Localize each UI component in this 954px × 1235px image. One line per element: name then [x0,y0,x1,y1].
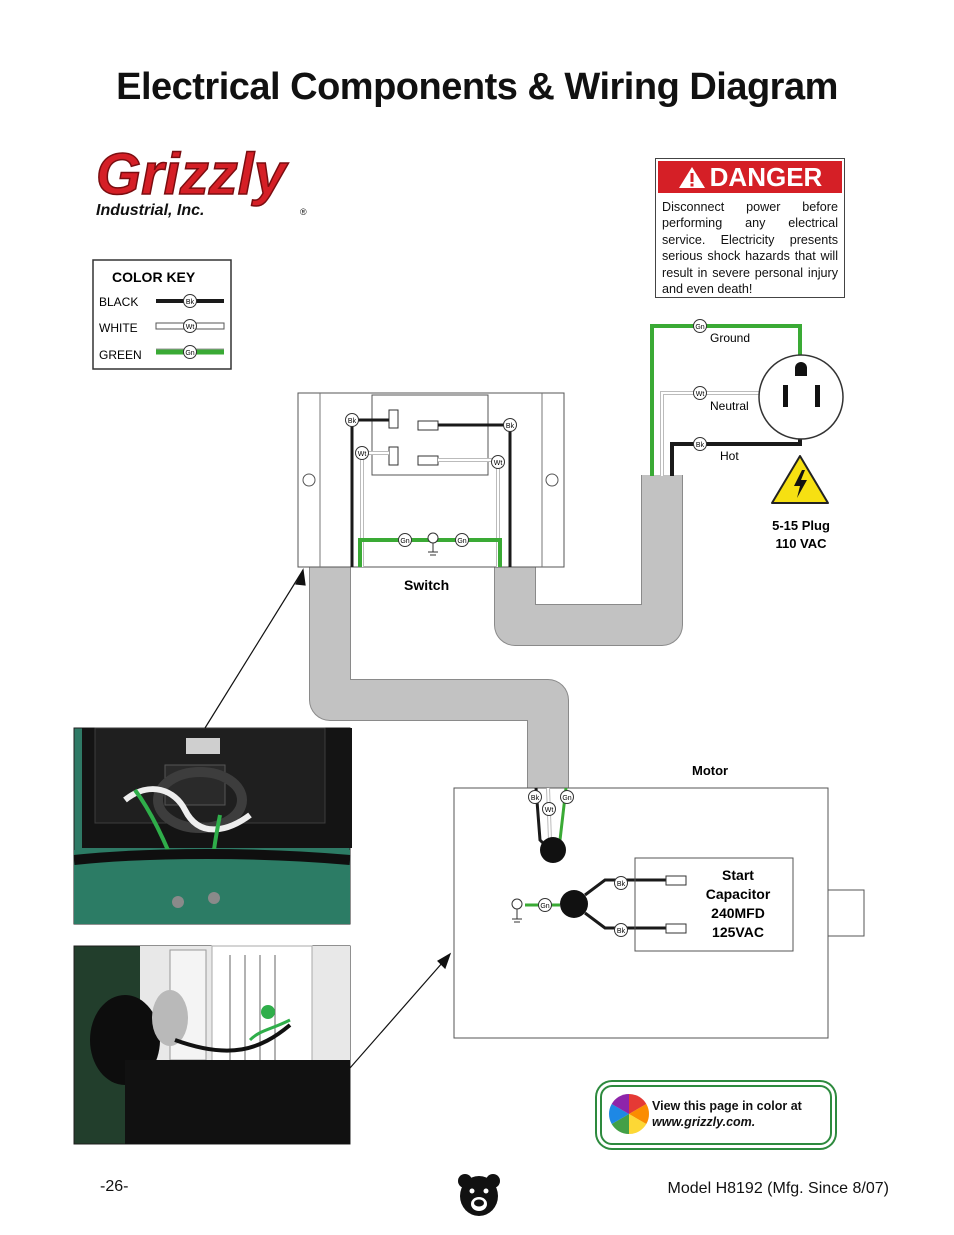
badge-line1: View this page in color at [652,1099,802,1113]
page-title: Electrical Components & Wiring Diagram [116,66,838,108]
logo-sub: Industrial, Inc. [96,202,204,219]
key-code-gn: Gn [185,350,194,357]
logo-reg: ® [300,207,307,217]
capacitor-line-3: 240MFD [711,905,765,921]
logo-brand: Grizzly [96,142,289,207]
switch-box: Bk Bk Wt Wt Gn Gn Switch [297,392,565,593]
capacitor-line-4: 125VAC [712,924,764,940]
motor-code-gn-in: Gn [562,795,571,802]
danger-notice: DANGER Disconnect power before performin… [655,158,845,298]
switch-code-bk-right: Bk [506,423,515,430]
bear-head-icon [458,1174,500,1216]
capacitor-line-2: Capacitor [706,886,771,902]
key-code-wt: Wt [186,324,195,331]
motor-code-bk-cap1: Bk [617,881,626,888]
switch-code-wt-right: Wt [494,460,503,467]
plug-face-icon [758,354,844,440]
ground-symbol-icon [427,532,439,556]
color-key: COLOR KEY BLACK WHITE GREEN Bk Wt Gn [92,259,232,370]
motor-code-bk-in: Bk [531,795,540,802]
capacitor-line-1: Start [722,867,754,883]
motor-code-gn-ground: Gn [540,903,549,910]
switch-pointer-arrow [204,569,304,729]
plug-neutral-label: Neutral [710,399,749,413]
key-code-bk: Bk [186,299,195,306]
danger-text: Disconnect power before performing any e… [662,200,838,297]
motor-ground-icon [511,898,523,923]
motor-label: Motor [692,763,728,778]
color-wheel-icon [609,1094,649,1134]
plug-caption-line1: 5-15 Plug [772,518,830,533]
plug-code-ground: Gn [695,324,704,331]
color-key-green-label: GREEN [99,348,142,362]
plug-code-neutral: Wt [696,391,705,398]
motor-pointer-arrow [349,953,451,1069]
plug-hot-label: Hot [720,449,739,463]
electrical-hazard-icon [771,455,829,504]
color-key-white-label: WHITE [99,321,138,335]
warning-triangle-icon [678,167,705,188]
cables [309,475,683,790]
motor-code-wt-in: Wt [545,807,554,814]
badge-line2[interactable]: www.grizzly.com. [652,1115,756,1129]
grizzly-logo: Grizzly Industrial, Inc. ® [95,141,307,219]
switch-code-wt-left: Wt [358,451,367,458]
switch-code-bk-left: Bk [348,418,357,425]
danger-heading: DANGER [658,161,842,193]
switch-code-gn-left: Gn [400,538,409,545]
model-label: Model H8192 (Mfg. Since 8/07) [667,1180,889,1197]
switch-code-gn-right: Gn [457,538,466,545]
switch-photo [73,727,352,925]
plug-caption-line2: 110 VAC [775,536,827,551]
plug-ground-label: Ground [710,331,750,345]
switch-label: Switch [404,577,449,593]
motor-code-bk-cap2: Bk [617,928,626,935]
motor-photo [73,945,351,1145]
page-number: -26- [100,1178,129,1195]
motor-box: Motor Bk Gn Wt Gn Bk Bk S [453,763,865,1039]
view-in-color-badge[interactable]: View this page in color at www.grizzly.c… [600,1085,832,1145]
plug-code-hot: Bk [696,442,705,449]
color-key-title: COLOR KEY [112,269,196,285]
color-key-black-label: BLACK [99,295,138,309]
